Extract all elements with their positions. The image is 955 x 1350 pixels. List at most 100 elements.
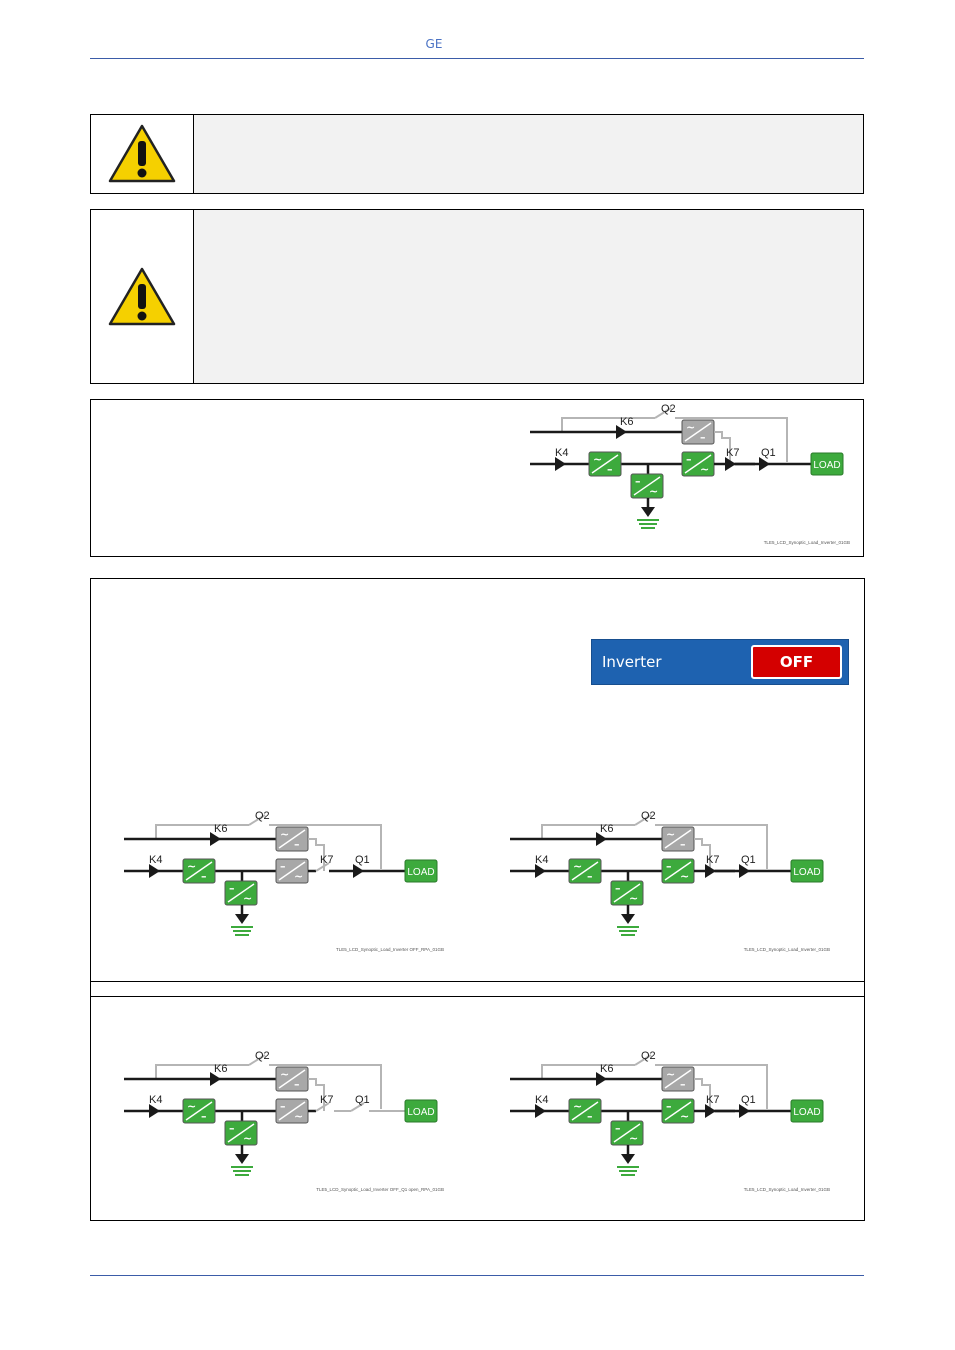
inverter: –~ bbox=[661, 1098, 695, 1124]
svg-text:~: ~ bbox=[294, 1110, 303, 1123]
svg-text:~: ~ bbox=[573, 1100, 582, 1113]
battery-converter: –~ bbox=[610, 1120, 644, 1146]
bypass-static-switch: ~– bbox=[661, 826, 695, 852]
arrow-q1 bbox=[759, 457, 770, 471]
svg-text:~: ~ bbox=[187, 1100, 196, 1113]
arrow-k7 bbox=[705, 864, 716, 878]
label-k4: K4 bbox=[535, 1094, 548, 1106]
switch-q2 bbox=[248, 814, 266, 826]
arrow-k6 bbox=[210, 832, 221, 846]
arrow-battery bbox=[621, 1154, 635, 1164]
label-k7: K7 bbox=[320, 1094, 333, 1106]
inverter: –~ bbox=[681, 451, 715, 477]
diagram-caption: TLE5_LCD_Synoptic_Load_Inverter OFF_Q1 o… bbox=[316, 1187, 444, 1192]
svg-text:–: – bbox=[686, 453, 692, 466]
rectifier: ~– bbox=[588, 451, 622, 477]
label-q2: Q2 bbox=[641, 811, 656, 822]
inverter-off-button[interactable]: OFF bbox=[751, 645, 842, 679]
label-k6: K6 bbox=[620, 416, 633, 428]
warning-icon-cell bbox=[91, 210, 194, 383]
svg-text:~: ~ bbox=[686, 421, 695, 434]
bypass-static-switch: ~– bbox=[275, 1066, 309, 1092]
battery-converter: –~ bbox=[224, 1120, 258, 1146]
switch-q2 bbox=[248, 1054, 266, 1066]
load-indicator: LOAD bbox=[404, 1099, 438, 1123]
arrow-k7 bbox=[725, 457, 736, 471]
label-k7: K7 bbox=[706, 1094, 719, 1106]
arrow-battery bbox=[235, 914, 249, 924]
load-indicator: LOAD bbox=[404, 859, 438, 883]
svg-text:–: – bbox=[280, 1100, 286, 1113]
footer-rule bbox=[90, 1275, 864, 1276]
inverter: –~ bbox=[275, 858, 309, 884]
arrow-k4 bbox=[535, 864, 546, 878]
label-k6: K6 bbox=[214, 823, 227, 835]
svg-text:~: ~ bbox=[629, 1132, 638, 1145]
inverter: –~ bbox=[661, 858, 695, 884]
label-k6: K6 bbox=[214, 1063, 227, 1075]
label-k7: K7 bbox=[706, 854, 719, 866]
svg-text:–: – bbox=[201, 1110, 207, 1123]
arrow-q1 bbox=[739, 1104, 750, 1118]
header-rule bbox=[90, 58, 864, 59]
battery-converter: –~ bbox=[224, 880, 258, 906]
arrow-battery bbox=[235, 1154, 249, 1164]
svg-text:–: – bbox=[607, 463, 613, 476]
inverter-label: Inverter bbox=[602, 653, 662, 671]
svg-text:~: ~ bbox=[294, 870, 303, 883]
svg-text:–: – bbox=[229, 1122, 235, 1135]
panel-separator bbox=[91, 996, 864, 997]
svg-text:–: – bbox=[615, 1122, 621, 1135]
label-k4: K4 bbox=[149, 854, 162, 866]
rectifier: ~– bbox=[182, 1098, 216, 1124]
svg-text:–: – bbox=[680, 1078, 686, 1091]
load-label: LOAD bbox=[407, 1107, 434, 1118]
switch-k7 bbox=[315, 862, 330, 872]
arrow-k6 bbox=[210, 1072, 221, 1086]
switch-q2 bbox=[634, 814, 652, 826]
rectifier: ~– bbox=[568, 1098, 602, 1124]
diagram-caption: TLE5_LCD_Synoptic_Load_Inverter_01GB bbox=[764, 540, 850, 545]
load-label: LOAD bbox=[407, 867, 434, 878]
load-label: LOAD bbox=[813, 460, 840, 471]
svg-text:~: ~ bbox=[649, 485, 658, 498]
warning-box-1 bbox=[90, 114, 864, 194]
label-q2: Q2 bbox=[255, 1051, 270, 1062]
svg-text:–: – bbox=[635, 475, 641, 488]
diagram-caption: TLE5_LCD_Synoptic_Load_Inverter_01GB bbox=[744, 1187, 830, 1192]
bypass-static-switch: ~– bbox=[275, 826, 309, 852]
arrow-battery bbox=[621, 914, 635, 924]
diagram-caption: TLE5_LCD_Synoptic_Load_Inverter OFF_RPA_… bbox=[336, 947, 444, 952]
panel-separator bbox=[91, 981, 864, 982]
arrow-k4 bbox=[535, 1104, 546, 1118]
svg-text:–: – bbox=[587, 870, 593, 883]
label-k4: K4 bbox=[535, 854, 548, 866]
svg-text:~: ~ bbox=[700, 463, 709, 476]
bypass-static-switch: ~– bbox=[681, 419, 715, 445]
header-brand: GE bbox=[425, 37, 443, 51]
arrow-k6 bbox=[616, 425, 627, 439]
svg-text:~: ~ bbox=[280, 1068, 289, 1081]
svg-text:–: – bbox=[229, 882, 235, 895]
load-label: LOAD bbox=[793, 1107, 820, 1118]
label-k4: K4 bbox=[555, 447, 568, 459]
svg-text:–: – bbox=[700, 431, 706, 444]
switch-q1 bbox=[350, 1102, 365, 1112]
load-indicator: LOAD bbox=[790, 1099, 824, 1123]
svg-text:~: ~ bbox=[573, 860, 582, 873]
load-indicator: LOAD bbox=[810, 452, 844, 476]
arrow-battery bbox=[641, 507, 655, 517]
svg-text:~: ~ bbox=[280, 828, 289, 841]
switch-q2 bbox=[634, 1054, 652, 1066]
warning-box-2 bbox=[90, 209, 864, 384]
svg-text:–: – bbox=[680, 838, 686, 851]
label-k4: K4 bbox=[149, 1094, 162, 1106]
inverter-control: Inverter OFF bbox=[591, 639, 849, 685]
bypass-static-switch: ~– bbox=[661, 1066, 695, 1092]
svg-text:~: ~ bbox=[666, 1068, 675, 1081]
arrow-q1 bbox=[353, 864, 364, 878]
